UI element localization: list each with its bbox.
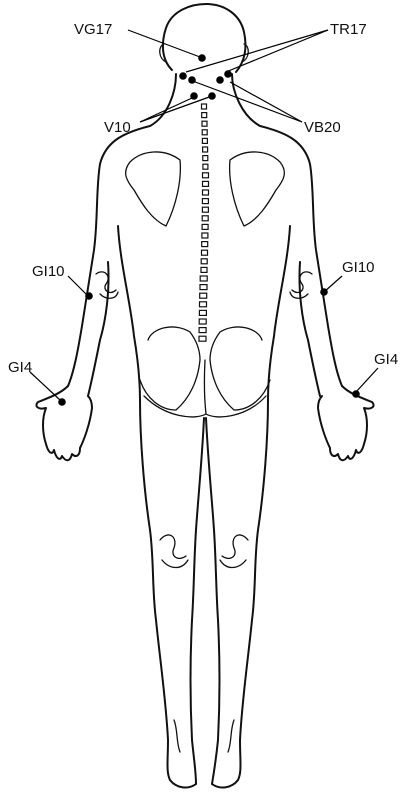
vertebra xyxy=(199,336,206,341)
left-leg-inner xyxy=(191,418,205,784)
left-leg-outer xyxy=(140,400,196,787)
spine xyxy=(199,104,209,341)
neck-left xyxy=(150,74,176,126)
right-ankle-detail xyxy=(228,720,234,752)
vertebra xyxy=(200,302,207,307)
vertebra xyxy=(203,173,209,178)
vertebra xyxy=(201,259,207,264)
gi10-left-leader xyxy=(68,276,88,296)
vertebra xyxy=(202,207,208,212)
gluteal-cleft xyxy=(204,360,206,414)
left-knee-detail xyxy=(160,535,188,568)
label-gi10-left: GI10 xyxy=(32,263,65,280)
neck-right xyxy=(232,74,260,126)
point-tr17-left xyxy=(179,72,187,80)
label-v10: V10 xyxy=(104,119,131,136)
left-side-outline xyxy=(68,126,150,386)
pelvis-left xyxy=(140,327,200,410)
vertebra xyxy=(202,138,207,143)
left-inner-arm xyxy=(88,262,109,396)
gi4-right-leader xyxy=(356,368,378,392)
right-leg-inner xyxy=(206,418,220,784)
vb20-leader-b xyxy=(230,82,302,122)
vertebra xyxy=(200,285,207,290)
label-vb20: VB20 xyxy=(304,119,341,136)
vertebra xyxy=(202,130,207,135)
point-v10-right xyxy=(208,92,216,100)
tr17-leader-b xyxy=(226,30,328,72)
vertebra xyxy=(203,147,208,152)
vertebra xyxy=(202,199,208,204)
tr17-leader-a xyxy=(186,30,328,72)
pelvis-right xyxy=(210,327,270,410)
point-gi4-left xyxy=(58,398,66,406)
vertebra xyxy=(199,310,206,315)
point-gi10-left xyxy=(85,292,93,300)
point-v10-left xyxy=(190,92,198,100)
head-outline xyxy=(163,4,246,72)
vertebra xyxy=(199,319,206,324)
label-vg17: VG17 xyxy=(74,21,112,38)
gi4-left-leader xyxy=(30,372,60,400)
right-hand xyxy=(318,386,374,460)
vertebra xyxy=(203,190,209,195)
point-gi4-right xyxy=(352,390,360,398)
right-leg-outer xyxy=(212,400,268,787)
label-tr17: TR17 xyxy=(330,21,367,38)
left-torso xyxy=(118,226,140,400)
vertebra xyxy=(199,328,206,333)
vertebra xyxy=(202,121,207,126)
vertebra xyxy=(203,164,208,169)
v10-leader-a xyxy=(140,98,192,122)
point-vb20-right xyxy=(216,76,224,84)
vertebra xyxy=(203,156,208,161)
vertebra xyxy=(203,181,209,186)
vertebra xyxy=(200,293,207,298)
right-torso xyxy=(268,226,290,400)
left-scapula xyxy=(126,152,181,226)
right-knee-detail xyxy=(220,535,248,568)
label-gi10-right: GI10 xyxy=(342,259,375,276)
point-gi10-right xyxy=(320,288,328,296)
vertebra xyxy=(202,216,208,221)
vertebra xyxy=(202,242,208,247)
vertebra xyxy=(200,276,207,281)
right-scapula xyxy=(230,152,285,226)
left-hand xyxy=(36,386,92,460)
label-gi4-right: GI4 xyxy=(374,351,398,368)
vertebra xyxy=(201,267,207,272)
point-vg17 xyxy=(198,54,206,62)
label-gi4-left: GI4 xyxy=(8,359,32,376)
point-vb20-left xyxy=(188,76,196,84)
vertebra xyxy=(202,224,208,229)
vertebra xyxy=(202,250,208,255)
vertebra xyxy=(202,233,208,238)
point-tr17-right xyxy=(224,70,232,78)
vertebra xyxy=(202,104,207,109)
right-inner-arm xyxy=(299,262,320,396)
vertebra xyxy=(202,113,207,118)
left-ankle-detail xyxy=(174,720,180,752)
